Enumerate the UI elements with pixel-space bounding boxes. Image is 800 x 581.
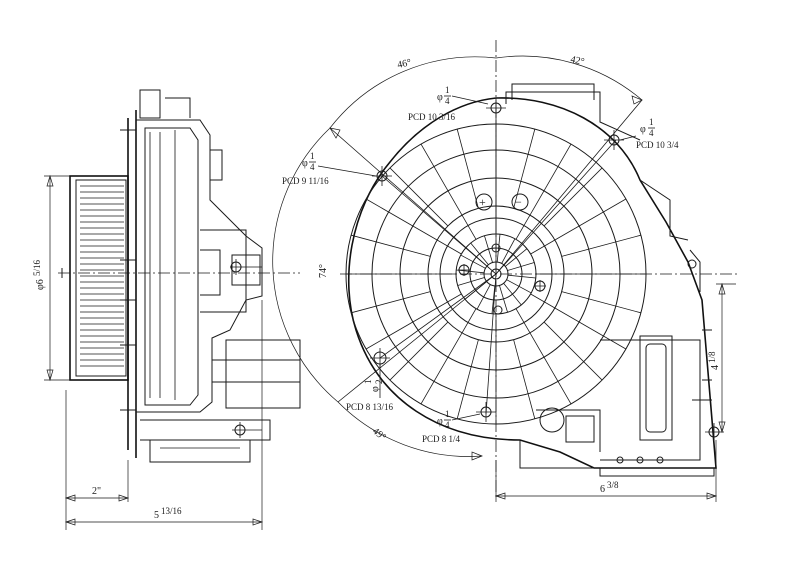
front-height-fraction: 1/8	[707, 351, 717, 363]
hole-callout-5: φ 1 4 PCD 8 1/4	[422, 409, 481, 444]
grille-spoke	[389, 321, 449, 381]
hole-2-dia: φ	[640, 124, 646, 135]
hole-5-dia: φ	[437, 416, 443, 427]
hole-1-dia: φ	[437, 92, 443, 103]
grille-spoke	[561, 291, 641, 314]
grille-spoke	[389, 167, 449, 227]
hub-rib	[476, 284, 491, 310]
hub-screws	[458, 243, 546, 315]
hub-rib	[503, 283, 522, 306]
hole-1-den: 4	[445, 96, 450, 106]
hole-callout-2: φ 1 4 PCD 10 3/4	[619, 117, 679, 150]
hole-2-den: 4	[649, 128, 654, 138]
angle-74-label: 74°	[318, 264, 329, 278]
hub-rib	[464, 281, 487, 300]
hub-rib	[491, 285, 496, 314]
grille-spoke	[456, 129, 479, 209]
hole-callout-1: φ 1 4 PCD 10 3/16	[408, 85, 489, 122]
front-view: 46° 42° 74° 49°	[272, 40, 740, 502]
hub-rib	[507, 274, 536, 279]
hole-3-pcd: PCD 9 11/16	[282, 176, 329, 186]
mounting-holes	[370, 98, 624, 422]
grille-spoke	[365, 293, 462, 350]
hole-5-num: 1	[445, 409, 450, 419]
grille-spoke	[420, 308, 477, 405]
housing-body	[120, 89, 301, 463]
side-overall-dimension: 5 13/16	[64, 300, 264, 530]
grille-spoke	[365, 198, 462, 255]
front-width-dimension: 6 3/8	[494, 440, 718, 502]
hole-1-pcd: PCD 10 3/16	[408, 112, 456, 122]
hub-rib	[501, 238, 516, 264]
grille-spoke	[543, 167, 603, 227]
hole-3-num: 1	[310, 151, 315, 161]
hole-1-num: 1	[445, 85, 450, 95]
grille-spoke	[515, 308, 572, 405]
hub-rib	[496, 234, 501, 263]
side-overall-label: 5	[154, 510, 159, 521]
grille-spoke	[515, 143, 572, 240]
hole-callout-3: φ 1 4 PCD 9 11/16	[282, 151, 377, 186]
grille-spoke	[420, 143, 477, 240]
side-height-dimension: φ6 5/16	[32, 174, 70, 382]
side-overall-fraction: 13/16	[161, 506, 182, 516]
hub-rib	[507, 262, 535, 271]
angle-arcs: 46° 42° 74° 49°	[272, 54, 643, 461]
grille-spoke	[561, 234, 641, 257]
grille-spoke	[351, 291, 431, 314]
minus-sign: −	[515, 195, 522, 209]
grille-spoke	[530, 293, 627, 350]
side-depth-label: 2"	[92, 486, 101, 497]
hub-rib	[460, 254, 486, 269]
angle-42-label: 42°	[569, 54, 585, 68]
hub-rib	[484, 235, 493, 263]
hole-4-num: 1	[363, 380, 373, 385]
radial-grille	[345, 123, 647, 425]
side-height-label: φ6	[35, 279, 46, 290]
fan-wheel	[69, 175, 129, 381]
hole-5-pcd: PCD 8 1/4	[422, 434, 461, 444]
hole-3-den: 4	[310, 162, 315, 172]
hole-2-num: 1	[649, 117, 654, 127]
hole-4-den: 2	[374, 380, 384, 385]
terminal-markers: + −	[475, 193, 529, 211]
hub-rib	[456, 269, 485, 274]
grille-spoke	[543, 321, 603, 381]
scroll-housing	[347, 83, 724, 477]
angle-49-label: 49°	[370, 426, 388, 443]
hole-4-dia: φ	[370, 386, 381, 392]
hole-5-den: 4	[445, 420, 450, 430]
hole-3-dia: φ	[302, 158, 308, 169]
side-depth-dimension: 2"	[64, 390, 130, 530]
hub-rib	[470, 242, 489, 265]
plus-sign: +	[479, 195, 486, 209]
front-height-dimension: 4 1/8	[707, 282, 736, 434]
hub-rib	[499, 285, 508, 313]
front-height-label: 4	[710, 365, 721, 370]
hole-callout-4: φ 1 2 PCD 8 13/16	[346, 364, 394, 412]
hole-2-pcd: PCD 10 3/4	[636, 140, 679, 150]
angle-46-label: 46°	[396, 57, 412, 71]
grille-spoke	[351, 234, 431, 257]
front-width-fraction: 3/8	[607, 480, 619, 490]
hub-rib	[457, 277, 485, 286]
hub-rib	[505, 248, 528, 267]
front-width-label: 6	[600, 484, 605, 495]
grille-spoke	[513, 129, 536, 209]
grille-spoke	[513, 339, 536, 419]
hole-4-pcd: PCD 8 13/16	[346, 402, 394, 412]
grille-spoke	[530, 198, 627, 255]
side-height-fraction: 5/16	[32, 259, 42, 276]
side-view: φ6 5/16 2" 5 13/16	[32, 89, 301, 530]
grille-spoke	[456, 339, 479, 419]
hub-rib	[506, 279, 532, 294]
